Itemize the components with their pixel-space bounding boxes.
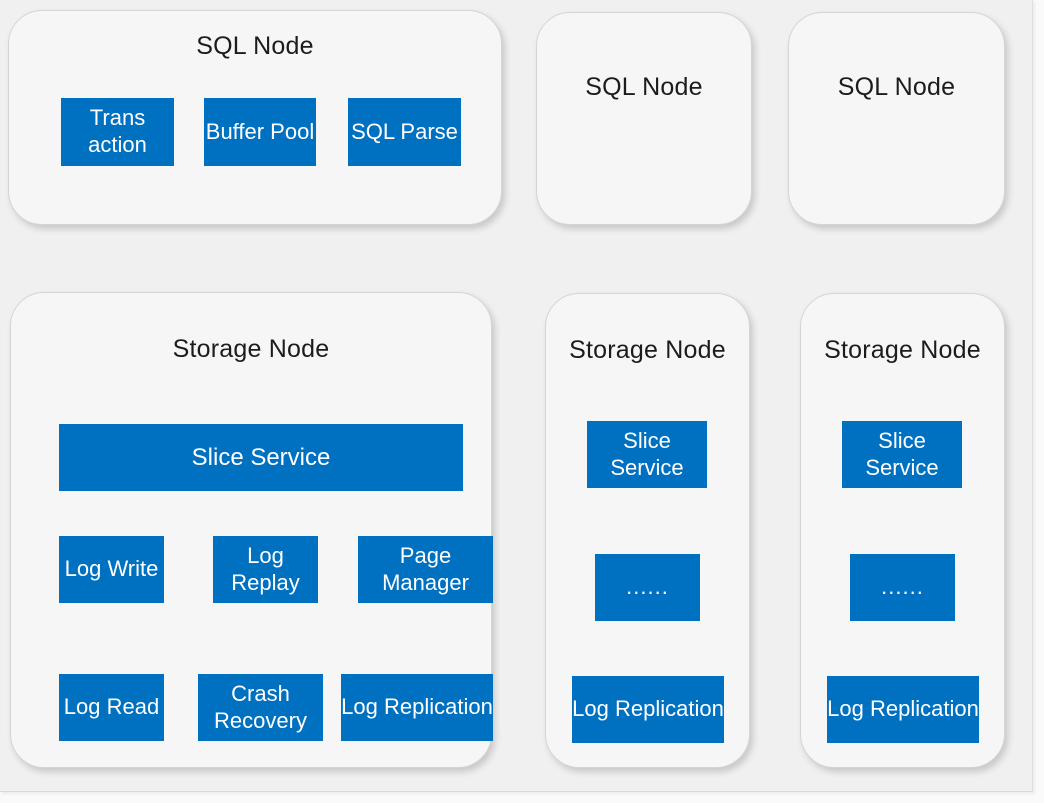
chip-log-read: Log Read bbox=[59, 674, 164, 741]
chip-slice-service: Slice Service bbox=[59, 424, 463, 491]
node-title: Storage Node bbox=[569, 336, 726, 364]
chip-slice-service: Slice Service bbox=[842, 421, 962, 488]
node-title: Storage Node bbox=[824, 336, 981, 364]
storage-node-2: Storage Node Slice Service ...... Log Re… bbox=[545, 293, 750, 768]
chip-log-replication: Log Replication bbox=[341, 674, 493, 741]
chip-slice-service: Slice Service bbox=[587, 421, 707, 488]
chip-log-replication: Log Replication bbox=[827, 676, 979, 743]
sql-node-1: SQL Node Trans action Buffer Pool SQL Pa… bbox=[8, 10, 502, 225]
diagram-canvas: SQL Node Trans action Buffer Pool SQL Pa… bbox=[0, 0, 1033, 792]
sql-node-3: SQL Node bbox=[788, 12, 1005, 225]
chip-log-replay: Log Replay bbox=[213, 536, 318, 603]
node-title: Storage Node bbox=[172, 335, 330, 363]
chip-ellipsis: ...... bbox=[595, 554, 700, 621]
chip-buffer-pool: Buffer Pool bbox=[204, 98, 316, 166]
chip-transaction: Trans action bbox=[61, 98, 174, 166]
chip-page-manager: Page Manager bbox=[358, 536, 493, 603]
storage-node-3: Storage Node Slice Service ...... Log Re… bbox=[800, 293, 1005, 768]
chip-sql-parse: SQL Parse bbox=[348, 98, 461, 166]
chip-log-write: Log Write bbox=[59, 536, 164, 603]
chip-crash-recovery: Crash Recovery bbox=[198, 674, 323, 741]
storage-node-1: Storage Node Slice Service Log Write Log… bbox=[10, 292, 493, 768]
chip-log-replication: Log Replication bbox=[572, 676, 724, 743]
node-title: SQL Node bbox=[585, 73, 703, 101]
node-title: SQL Node bbox=[837, 73, 956, 101]
sql-node-2: SQL Node bbox=[536, 12, 752, 225]
chip-ellipsis: ...... bbox=[850, 554, 955, 621]
node-title: SQL Node bbox=[196, 32, 314, 60]
